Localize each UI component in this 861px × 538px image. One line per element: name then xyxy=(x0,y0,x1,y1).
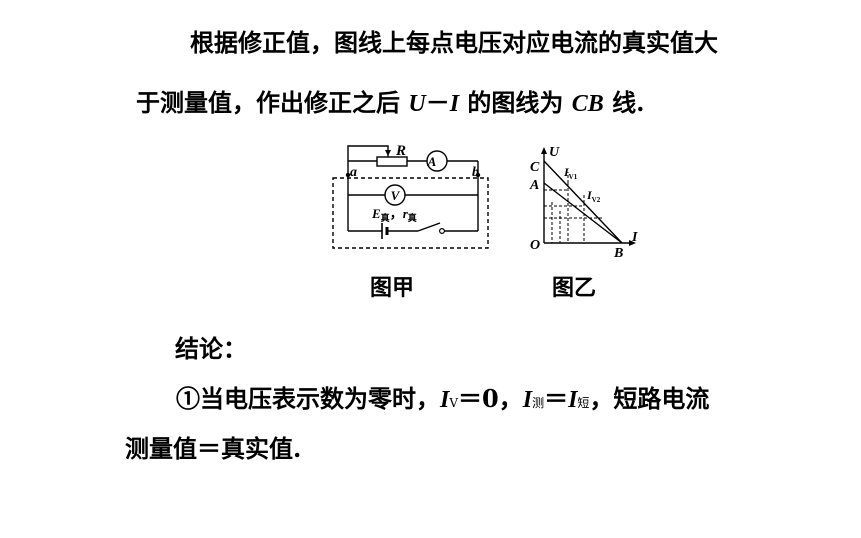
symbol-iv: I xyxy=(440,387,450,413)
text: 于测量值，作出修正之后 xyxy=(136,88,409,117)
point-b-label: B xyxy=(613,246,623,261)
voltmeter-label: V xyxy=(391,188,401,203)
text: 的图线为 xyxy=(459,88,572,117)
switch-contact xyxy=(438,227,445,234)
symbol-u: U xyxy=(408,91,426,117)
text: 测量值＝真实值. xyxy=(125,434,302,463)
line-ab xyxy=(543,182,623,244)
text: ①当电压表示数为零时， xyxy=(176,384,440,413)
point-a-label: A xyxy=(529,178,539,193)
node-a-label: a xyxy=(350,165,357,180)
subscript: 短 xyxy=(577,396,590,410)
i-axis-label: I xyxy=(631,230,638,245)
junction-a xyxy=(345,172,351,178)
paragraph-line-2: 于测量值，作出修正之后 U－I 的图线为 CB 线. xyxy=(136,88,645,119)
text: ＝ xyxy=(544,384,569,413)
rheostat-slider-arrow xyxy=(385,150,391,156)
subscript: V xyxy=(449,396,459,410)
symbol-i-short: I xyxy=(568,387,578,413)
paragraph-line-1: 根据修正值，图线上每点电压对应电流的真实值大 xyxy=(190,28,718,58)
i-axis-arrow xyxy=(629,240,636,246)
text: ＝0， xyxy=(458,384,523,413)
voltmeter-symbol xyxy=(384,184,406,206)
point-c-label: C xyxy=(530,160,540,175)
text: 根据修正值，图线上每点电压对应电流的真实值大 xyxy=(190,28,718,57)
symbol-cb: CB xyxy=(571,91,604,117)
ammeter-label: A xyxy=(427,154,437,169)
node-b-label: b xyxy=(472,165,479,180)
iv2-label: IV2 xyxy=(586,188,601,204)
text: 结论： xyxy=(175,334,247,363)
u-axis-label: U xyxy=(549,145,560,160)
ui-graph: U I O C A B IV1 IV2 xyxy=(529,145,638,261)
u-axis-arrow xyxy=(541,147,547,154)
origin-label: O xyxy=(530,238,540,253)
caption-figure-a: 图甲 xyxy=(370,275,415,301)
ammeter-symbol xyxy=(426,150,448,172)
conclusion-item-1-cont: 测量值＝真实值. xyxy=(125,434,301,464)
symbol-i-measured: I xyxy=(522,387,533,413)
dash: － xyxy=(425,88,450,117)
source-label: E真，r真 xyxy=(371,206,417,223)
conclusion-item-1: ①当电压表示数为零时，IV＝0，I测＝I短，短路电流 xyxy=(176,384,709,418)
dashed-box xyxy=(332,177,489,249)
text: ，短路电流 xyxy=(589,384,710,413)
line-cb xyxy=(543,160,623,244)
junction-b xyxy=(475,172,481,178)
circuit-diagram: R A V a b E真，r真 xyxy=(332,143,489,249)
subscript: 测 xyxy=(532,396,545,410)
label-r: R xyxy=(395,143,406,159)
iv1-label: IV1 xyxy=(563,165,578,181)
text: 线. xyxy=(603,88,645,117)
symbol-i: I xyxy=(449,91,460,117)
caption-figure-b: 图乙 xyxy=(552,275,597,301)
switch-blade xyxy=(417,222,441,232)
conclusion-heading: 结论： xyxy=(175,334,247,364)
